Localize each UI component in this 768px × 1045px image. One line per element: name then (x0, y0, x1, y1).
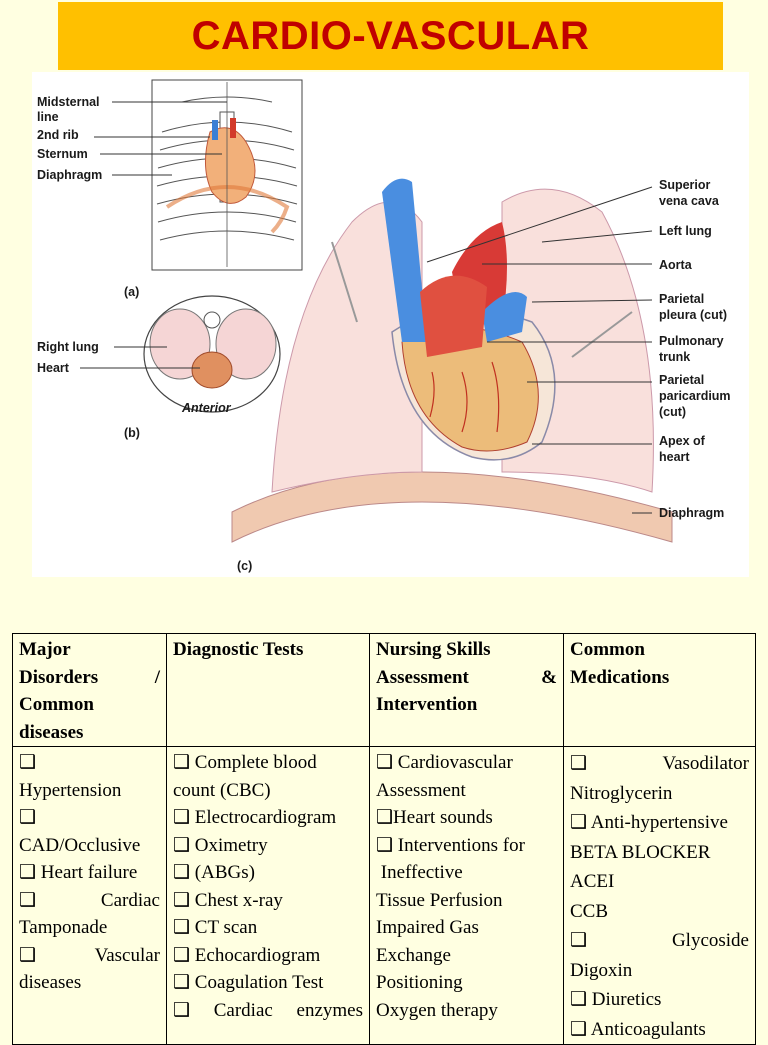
heart-anatomy-figure: Midsternal line 2nd rib Sternum Diaphrag… (32, 72, 749, 577)
label-diaphragm-a: Diaphragm (37, 168, 102, 182)
label-pleura-1: Parietal (659, 292, 704, 306)
panel-c-tag: (c) (237, 559, 252, 573)
label-svc-2: vena cava (659, 194, 720, 208)
label-right-lung: Right lung (37, 340, 99, 354)
table-header-row: Major Disorders / Common diseases Diagno… (12, 633, 756, 747)
label-left-lung: Left lung (659, 224, 712, 238)
label-pulmonary-2: trunk (659, 350, 690, 364)
label-pulmonary-1: Pulmonary (659, 334, 724, 348)
title-banner: CARDIO-VASCULAR (58, 2, 723, 70)
header-diagnostic-tests: Diagnostic Tests (166, 633, 370, 747)
cell-diagnostic-tests: ❑ Complete blood count (CBC) ❑ Electroca… (166, 746, 370, 1045)
cell-nursing-skills: ❑ Cardiovascular Assessment ❑Heart sound… (369, 746, 564, 1045)
label-apex-2: heart (659, 450, 690, 464)
label-pericardium-1: Parietal (659, 373, 704, 387)
header-disorders: Major Disorders / Common diseases (12, 633, 167, 747)
page-title: CARDIO-VASCULAR (191, 13, 590, 58)
panel-c-heart (231, 178, 673, 543)
panel-a-tag: (a) (124, 285, 139, 299)
label-apex-1: Apex of (659, 434, 706, 448)
cardio-table: Major Disorders / Common diseases Diagno… (12, 633, 756, 1045)
label-pleura-2: pleura (cut) (659, 308, 727, 322)
label-aorta: Aorta (659, 258, 693, 272)
panel-a-leaders (94, 101, 227, 176)
header-medications: Common Medications (563, 633, 756, 747)
label-sternum: Sternum (37, 147, 88, 161)
panel-b-tag: (b) (124, 426, 140, 440)
panel-b-cross-section (143, 295, 281, 413)
label-heart: Heart (37, 361, 70, 375)
table-row: ❑ Hypertension ❑ CAD/Occlusive ❑ Heart f… (12, 746, 756, 1045)
header-nursing-skills: Nursing Skills Assessment & Intervention (369, 633, 564, 747)
label-pericardium-3: (cut) (659, 405, 686, 419)
label-midsternal: Midsternal (37, 95, 100, 109)
cell-medications: ❑ Vasodilator Nitroglycerin ❑ Anti-hyper… (563, 746, 756, 1045)
label-2nd-rib: 2nd rib (37, 128, 79, 142)
label-anterior: Anterior (181, 401, 232, 415)
cell-disorders: ❑ Hypertension ❑ CAD/Occlusive ❑ Heart f… (12, 746, 167, 1045)
label-line: line (37, 110, 59, 124)
label-diaphragm-c: Diaphragm (659, 506, 724, 520)
label-svc-1: Superior (659, 178, 711, 192)
panel-a-thorax (151, 79, 303, 271)
label-pericardium-2: paricardium (659, 389, 731, 403)
